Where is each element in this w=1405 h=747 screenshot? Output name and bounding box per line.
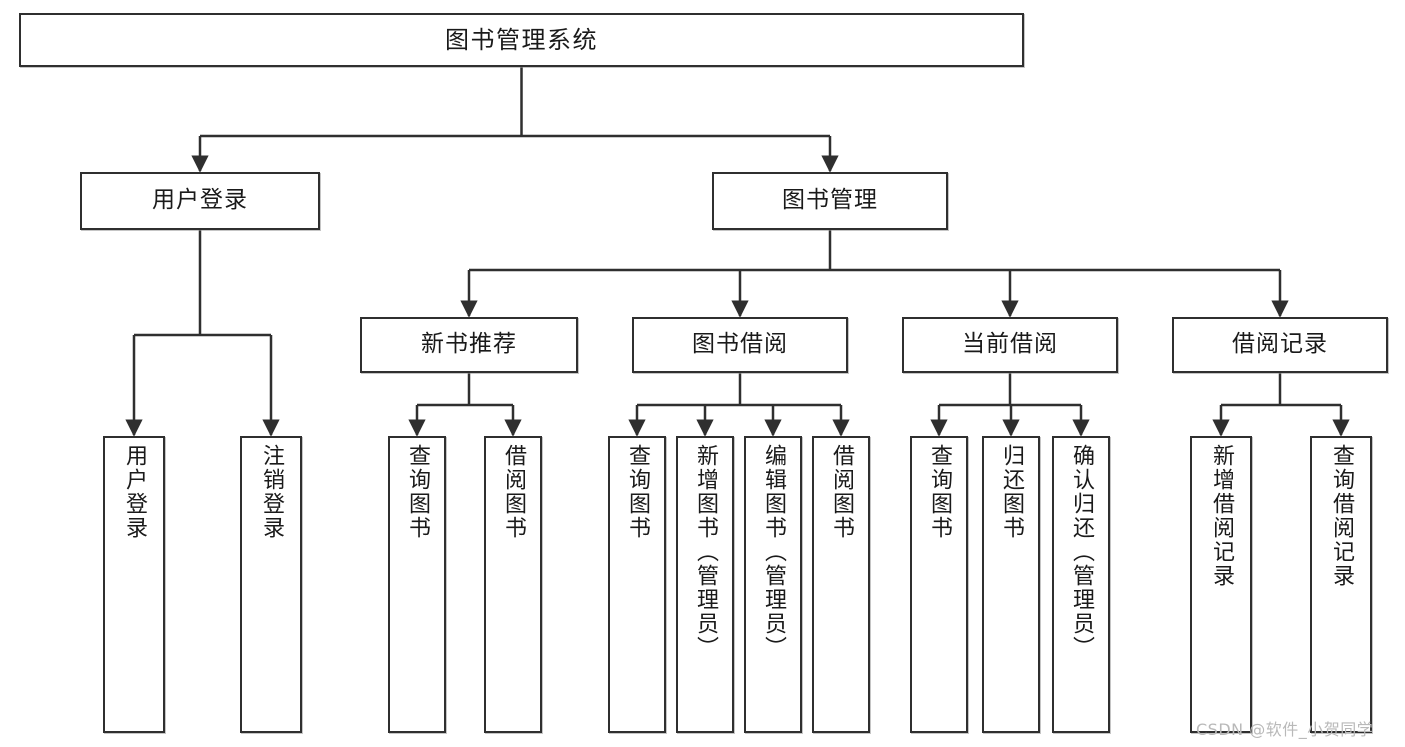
node-user-login[interactable]: 用户登录: [80, 172, 320, 230]
node-book-manage[interactable]: 图书管理: [712, 172, 948, 230]
node-label: 图书借阅: [692, 331, 788, 358]
node-label: 查询借阅记录: [1329, 444, 1354, 588]
node-leaf-return-book[interactable]: 归还图书: [982, 436, 1040, 733]
node-label: 新增借阅记录: [1209, 444, 1234, 588]
node-new-book-rec[interactable]: 新书推荐: [360, 317, 578, 373]
node-label: 图书管理: [782, 187, 878, 214]
node-leaf-confirm-return[interactable]: 确认归还（管理员）: [1052, 436, 1110, 733]
node-label: 归还图书: [999, 444, 1024, 540]
node-leaf-query-book-3[interactable]: 查询图书: [910, 436, 968, 733]
node-book-borrow[interactable]: 图书借阅: [632, 317, 848, 373]
node-leaf-borrow-book-1[interactable]: 借阅图书: [484, 436, 542, 733]
node-label: 用户登录: [152, 187, 248, 214]
node-leaf-edit-book[interactable]: 编辑图书（管理员）: [744, 436, 802, 733]
node-leaf-query-book-2[interactable]: 查询图书: [608, 436, 666, 733]
node-leaf-query-record[interactable]: 查询借阅记录: [1310, 436, 1372, 733]
node-leaf-user-login[interactable]: 用户登录: [103, 436, 165, 733]
node-label: 确认归还（管理员）: [1069, 444, 1094, 660]
node-leaf-query-book-1[interactable]: 查询图书: [388, 436, 446, 733]
node-leaf-add-record[interactable]: 新增借阅记录: [1190, 436, 1252, 733]
node-label: 查询图书: [625, 444, 650, 540]
node-current-borrow[interactable]: 当前借阅: [902, 317, 1118, 373]
node-label: 编辑图书（管理员）: [761, 444, 786, 660]
node-borrow-record[interactable]: 借阅记录: [1172, 317, 1388, 373]
node-label: 借阅图书: [501, 444, 526, 540]
node-leaf-add-book[interactable]: 新增图书（管理员）: [676, 436, 734, 733]
node-label: 注销登录: [259, 444, 284, 540]
node-label: 图书管理系统: [445, 25, 598, 54]
node-label: 当前借阅: [962, 331, 1058, 358]
node-label: 用户登录: [122, 444, 147, 540]
csdn-watermark: CSDN @软件_小贺同学: [1196, 720, 1374, 739]
node-leaf-borrow-book-2[interactable]: 借阅图书: [812, 436, 870, 733]
node-label: 新增图书（管理员）: [693, 444, 718, 660]
node-label: 查询图书: [405, 444, 430, 540]
node-leaf-user-logout[interactable]: 注销登录: [240, 436, 302, 733]
node-label: 借阅图书: [829, 444, 854, 540]
node-root[interactable]: 图书管理系统: [19, 13, 1024, 67]
node-label: 查询图书: [927, 444, 952, 540]
node-label: 新书推荐: [421, 331, 517, 358]
node-label: 借阅记录: [1232, 331, 1328, 358]
